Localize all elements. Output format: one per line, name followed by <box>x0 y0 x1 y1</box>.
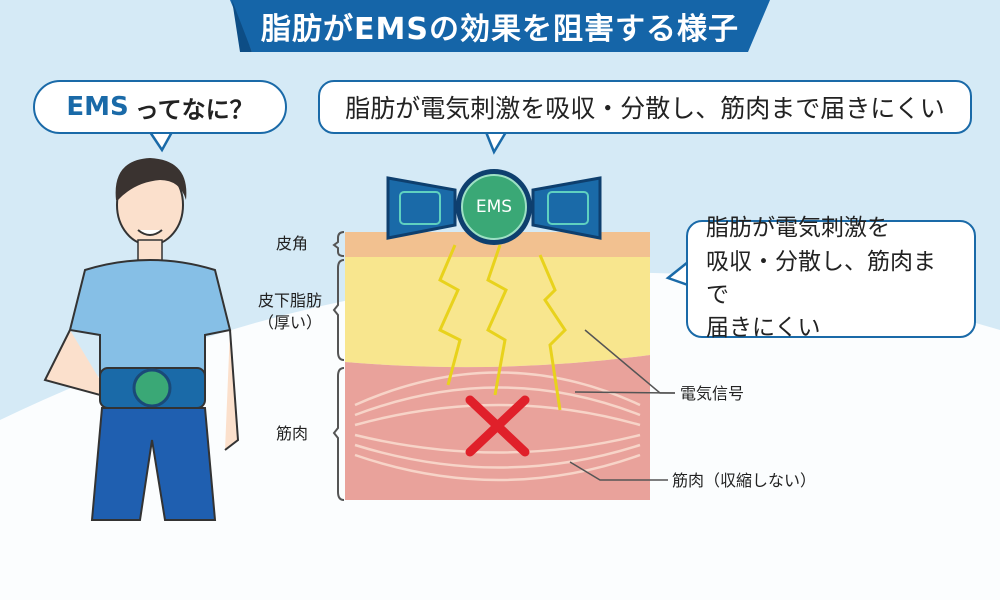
skin-label: 皮角 <box>275 234 308 253</box>
bubble-tail <box>484 130 509 155</box>
blocked-cross-icon <box>465 395 530 457</box>
side-explanation-bubble: 脂肪が電気刺激を 吸収・分散し、筋肉まで 届きにくい <box>686 215 976 341</box>
side-explanation-line: 脂肪が電気刺激を <box>706 215 890 242</box>
question-rest: ってなに？ <box>134 95 254 124</box>
person-illustration <box>43 158 240 521</box>
muscle-label: 筋肉 <box>275 424 308 443</box>
question-bubble: EMS ってなに？ <box>33 80 287 134</box>
leader-lines <box>569 329 676 481</box>
bubble-tail <box>147 130 175 153</box>
fat-label: 皮下脂肪 （厚い） <box>250 290 330 333</box>
device-label: EMS <box>475 197 513 217</box>
layer-brackets <box>332 231 345 501</box>
title-banner <box>230 0 770 52</box>
page-title: 脂肪がEMSの効果を阻害する様子 <box>261 12 739 47</box>
fat-label-line1: 皮下脂肪 <box>257 291 322 310</box>
muscle-state-annotation: 筋肉（収縮しない） <box>672 471 817 490</box>
electric-signal-icon <box>438 244 567 411</box>
top-explanation-bubble: 脂肪が電気刺激を吸収・分散し、筋肉まで届きにくい <box>318 80 972 134</box>
ems-device <box>386 169 602 245</box>
signal-annotation: 電気信号 <box>680 384 745 403</box>
fat-label-line2: （厚い） <box>257 312 322 332</box>
side-explanation-line: 届きにくい <box>706 315 821 342</box>
question-ems: EMS <box>66 92 129 122</box>
side-explanation-line: 吸収・分散し、筋肉まで <box>706 248 936 308</box>
